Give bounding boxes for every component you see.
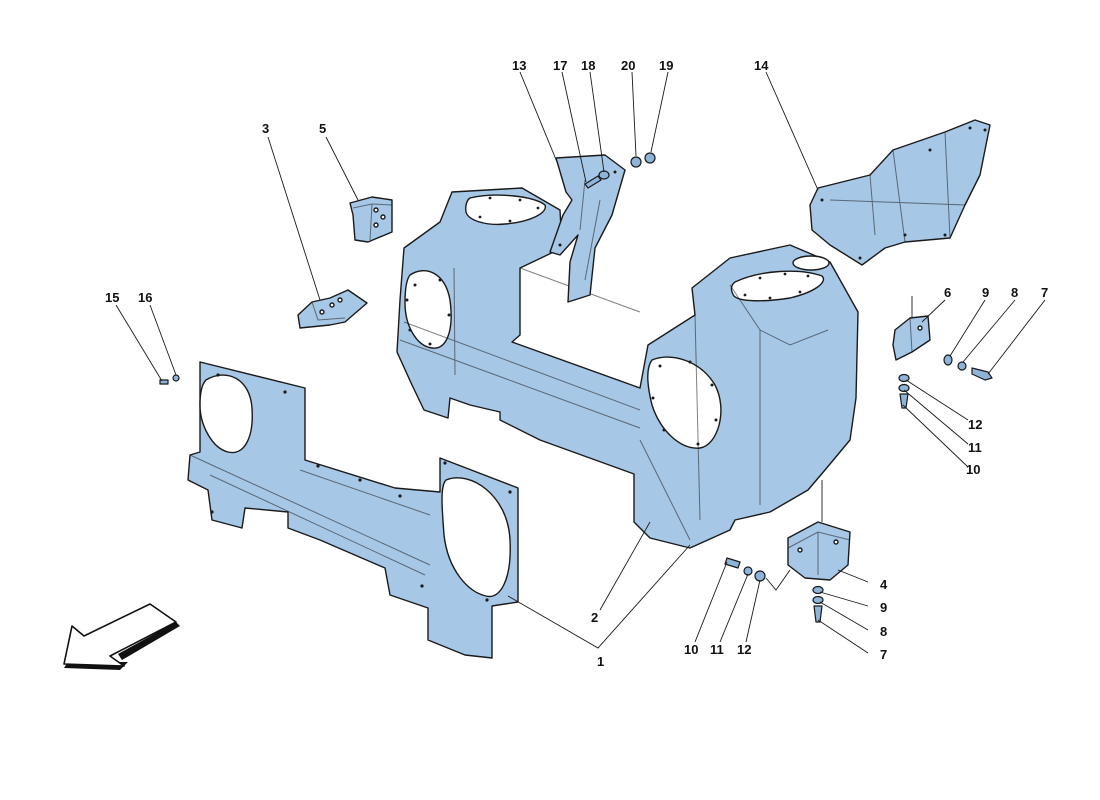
- callout-19: 19: [659, 58, 673, 73]
- part-14-heat-shield[interactable]: [809, 119, 991, 266]
- callout-7-lower: 7: [880, 647, 887, 662]
- callout-13: 13: [512, 58, 526, 73]
- part-8-washer-lower[interactable]: [812, 595, 824, 605]
- direction-arrow-icon: [63, 603, 180, 670]
- callout-11-lower: 11: [710, 642, 724, 657]
- callout-3: 3: [262, 121, 269, 136]
- callout-8-lower: 8: [880, 624, 887, 639]
- callout-10-lower: 10: [684, 642, 698, 657]
- part-8-washer[interactable]: [957, 361, 967, 371]
- callout-1: 1: [597, 654, 604, 669]
- callout-17: 17: [553, 58, 567, 73]
- callout-4: 4: [880, 577, 888, 592]
- callout-9-lower: 9: [880, 600, 887, 615]
- callout-18: 18: [581, 58, 595, 73]
- callout-12: 12: [968, 417, 982, 432]
- fasteners: [159, 152, 993, 623]
- part-12-washer[interactable]: [898, 373, 910, 383]
- part-2-fuel-tank[interactable]: [396, 187, 859, 549]
- callout-12-lower: 12: [737, 642, 751, 657]
- part-16-washer[interactable]: [172, 374, 180, 382]
- part-7-bolt[interactable]: [971, 367, 993, 381]
- part-13-heat-shield[interactable]: [549, 154, 626, 303]
- callout-8: 8: [1011, 285, 1018, 300]
- part-10-bolt-lower[interactable]: [724, 557, 741, 569]
- callout-numbers: 13 17 18 20 19 14 3 5 15 16 6 9 8 7 12 1…: [105, 58, 1048, 669]
- callout-6: 6: [944, 285, 951, 300]
- callout-11: 11: [968, 440, 982, 455]
- callout-7: 7: [1041, 285, 1048, 300]
- part-7-bolt-lower[interactable]: [813, 605, 823, 623]
- part-20-washer[interactable]: [630, 156, 642, 168]
- callout-10: 10: [966, 462, 980, 477]
- callout-9: 9: [982, 285, 989, 300]
- part-1-front-shield-panel[interactable]: [187, 361, 519, 659]
- part-9-washer[interactable]: [943, 354, 953, 366]
- part-11-washer[interactable]: [898, 383, 910, 393]
- callout-20: 20: [621, 58, 635, 73]
- callout-2: 2: [591, 610, 598, 625]
- callout-16: 16: [138, 290, 152, 305]
- callout-14: 14: [754, 58, 769, 73]
- part-11-washer-lower[interactable]: [743, 566, 753, 576]
- part-4-mounting-block[interactable]: [787, 521, 851, 581]
- leader-lines: [115, 71, 1046, 654]
- part-3-bracket[interactable]: [297, 289, 368, 329]
- part-15-bolt[interactable]: [159, 379, 169, 385]
- part-18-spacer[interactable]: [598, 170, 610, 180]
- part-17-bolt[interactable]: [584, 175, 602, 189]
- part-12-washer-lower[interactable]: [754, 570, 766, 582]
- callout-15: 15: [105, 290, 119, 305]
- callout-5: 5: [319, 121, 326, 136]
- part-6-bracket[interactable]: [892, 315, 931, 361]
- part-5-mounting-block[interactable]: [349, 196, 393, 243]
- part-19-nut[interactable]: [644, 152, 656, 164]
